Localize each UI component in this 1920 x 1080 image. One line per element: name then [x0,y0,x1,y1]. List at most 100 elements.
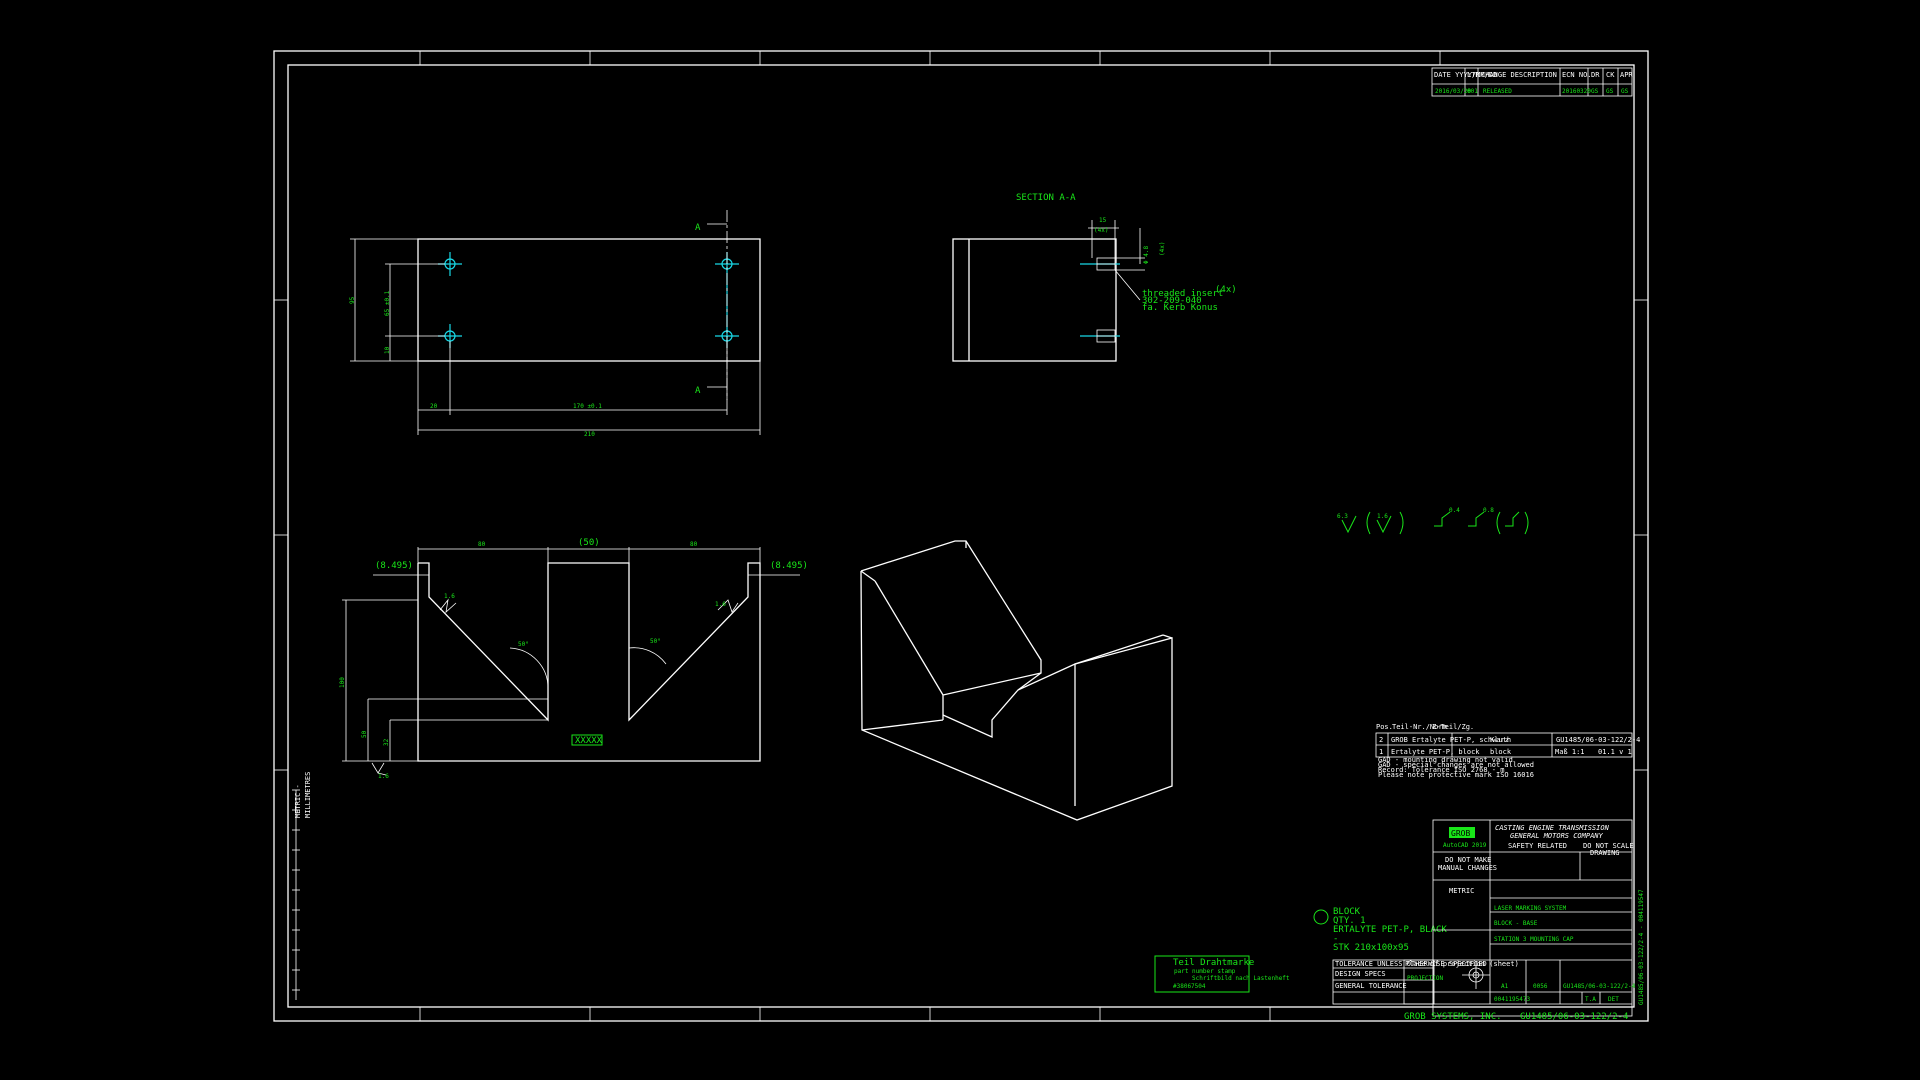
vendor-name: GROB SYSTEMS, INC. [1404,1012,1502,1022]
insert-note-qty: (4x) [1215,285,1237,295]
bom-r1-supplier: Kluth [1490,736,1511,744]
rev-desc: RELEASED [1483,88,1512,95]
dim-front-mid: (50) [578,538,600,548]
material-qty: QTY. 1 [1333,916,1366,926]
main-title-block [1432,819,1633,1017]
rev-head-apr: APR [1620,71,1633,79]
bom-r1-no: GU1485/06-03-122/2-4 [1556,736,1640,744]
bom-head-part: Teil-Nr./Norm [1392,723,1447,731]
bom-note-1: GAD - mounting drawing not valid [1378,756,1513,764]
dim-top-left-offset: 20 [430,403,438,410]
revision-block [1431,67,1633,97]
projection-title: Place of projection (sheet) [1405,960,1519,968]
front-view [417,562,761,762]
top-view [350,210,761,435]
material-note-marker [1313,909,1329,925]
bom-note-4: Please note protective mark ISO 16016 [1378,771,1534,779]
drawing-number: GU1485/06-03-122/2-4 [1520,1012,1628,1022]
small-tb-head-3: GENERAL TOLERANCE [1335,982,1407,990]
part-desc: BLOCK - BASE [1494,920,1538,927]
material-dash: - [1333,934,1338,944]
detail-label: DET [1608,996,1619,1003]
bom-r2-mat: Ertalyte PET-P, block [1391,748,1480,756]
no-manual-2: MANUAL CHANGES [1438,864,1497,872]
bom-head-drawing: Z-Teil/Zg. [1432,723,1474,731]
sheet-inner-border [287,64,1635,1008]
stamp-box [1154,955,1250,993]
dim-top-holes-spacing: 65 ±0.1 [384,290,391,316]
company-line-2: GENERAL MOTORS COMPANY [1510,832,1604,840]
dim-front-chamfer-left: (8.495) [375,561,413,571]
rev-dr: GS [1591,88,1599,95]
dim-section-qty: (4x) [1094,227,1108,234]
rev-ecn: 20160320 [1562,88,1591,95]
rev-ltr: 001 [1467,88,1478,95]
safety-label: SAFETY RELATED [1508,842,1567,850]
bom-r2-sheet: 01.1 v 1 [1598,748,1632,756]
station-name: STATION 3 MOUNTING CAP [1494,936,1574,943]
rev-head-ltr: LTR [1467,71,1480,79]
bom-r1-mat: Ertalyte PET-P, schwarz [1412,736,1509,744]
stamp-line-3: Schriftbild nach Lastenheft [1192,975,1290,982]
dim-top-hole-span: 170 ±0.1 [573,403,602,410]
dim-front-right: 80 [690,541,698,548]
cad-badge-bg [1449,827,1475,838]
section-label-top: A [695,223,701,233]
rev-head-desc: CHANGE DESCRIPTION [1481,71,1557,79]
roughness-base: 1.6 [378,773,389,780]
sheet-size: A1 [1501,983,1509,990]
rev-apr: GS [1621,88,1629,95]
dim-front-step: 50 [361,730,368,738]
symbol-roughness-1: 6.3 [1337,513,1348,520]
rev-head-date: DATE YYYY/MM/DD [1434,71,1497,79]
dim-front-height: 100 [339,677,346,688]
section-title: SECTION A-A [1016,193,1076,203]
dim-angle-left: 50° [518,641,529,648]
units-line-2: MILLIMETRES [304,772,312,818]
cad-badge: GROB [1451,829,1470,838]
rev-date: 2016/03/20 [1435,88,1472,95]
section-view [952,220,1145,362]
bom-table [1375,732,1633,758]
part-mark: XXXXX [575,736,603,746]
bom-note-2: GAD - special changes are not allowed [1378,761,1534,769]
symbol-roughness-2: 1.6 [1377,513,1388,520]
cad-software: AutoCAD 2019 [1443,842,1487,849]
bom-r2-type: block [1490,748,1512,756]
scale-bar [292,789,300,1000]
no-scale-1: DO NOT SCALE [1583,842,1634,850]
revision-code: T.A [1585,996,1596,1003]
projection-label: PROJECTION [1407,975,1444,982]
metric-label: METRIC [1449,887,1474,895]
stamp-line-2: part number stamp [1174,968,1236,975]
front-view-dims [342,547,800,776]
no-manual-1: DO NOT MAKE [1445,856,1491,864]
dim-front-left: 80 [478,541,486,548]
rev-ck: GS [1606,88,1614,95]
section-label-bottom: A [695,386,701,396]
drawing-number-box: GU1485/06-03-122/2-4 [1563,983,1636,990]
units-line-1: METRIC - [294,784,302,818]
bom-note-3: Record: Tolerance ISO 2768 - m [1378,766,1504,774]
material-block: BLOCK [1333,907,1361,917]
stamp-line-1: Teil Drahtmarke [1173,958,1254,968]
isometric-view [860,540,1173,821]
bom-r1-maker: GROB [1391,736,1408,744]
dim-front-chamfer-right: (8.495) [770,561,808,571]
dim-front-base: 32 [383,738,390,746]
side-drawing-number: GU1485/06-03-122/2-4 - 004119547 [1638,889,1645,1005]
bom-r2-pos: 1 [1379,748,1383,756]
dim-angle-right: 50° [650,638,661,645]
insert-note-3: fa. Kerb Konus [1142,303,1218,313]
bom-r2-scale: Maß 1:1 [1555,748,1585,756]
company-line-1: CASTING ENGINE TRANSMISSION [1495,824,1610,832]
zone-ticks [274,51,1648,1021]
bom-r1-pos: 2 [1379,736,1383,744]
stamp-line-4: #38067504 [1173,983,1206,990]
dim-section-qty2: (4x) [1159,242,1166,256]
dim-top-length: 210 [584,431,595,438]
insert-note-1: threaded insert [1142,289,1223,299]
material-stock: STK 210x100x95 [1333,943,1409,953]
symbol-roughness-4: 0.8 [1483,507,1494,514]
material-name: ERTALYTE PET-P, BLACK [1333,925,1447,935]
